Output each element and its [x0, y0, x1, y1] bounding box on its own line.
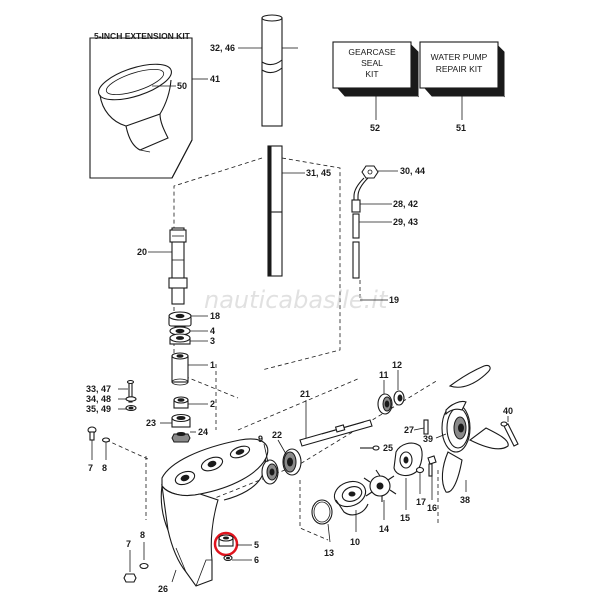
- label-7-lower: 7: [126, 539, 131, 549]
- label-8-lower: 8: [140, 530, 145, 540]
- label-25: 25: [383, 443, 393, 453]
- drain-screw-upper: 7 8: [87, 426, 111, 473]
- label-4: 4: [210, 326, 215, 336]
- label-14: 14: [379, 524, 389, 534]
- bearing-cup-2: 2: [173, 396, 215, 409]
- pin-27: 27: [404, 419, 429, 435]
- screw-40: 40: [500, 406, 519, 447]
- label-23: 23: [146, 418, 156, 428]
- label-16: 16: [427, 503, 437, 513]
- extension-housing-part: [98, 63, 172, 153]
- label-34-48: 34, 48: [86, 394, 111, 404]
- label-10: 10: [350, 537, 360, 547]
- propeller-shaft-part: 21: [299, 389, 373, 447]
- highlight-ring: [213, 531, 239, 557]
- bearing-11: 11: [377, 370, 393, 415]
- label-51: 51: [456, 123, 466, 133]
- label-13: 13: [324, 548, 334, 558]
- screw-assembly-left: 33, 47 34, 48 35, 49: [86, 379, 137, 414]
- bearing-9: 9: [258, 434, 279, 485]
- label-24: 24: [198, 427, 208, 437]
- washer-3: 3: [169, 333, 215, 346]
- washer-6: 6: [223, 554, 259, 565]
- gearcase-seal-kit-callout: GEARCASE SEAL KIT 52: [332, 41, 420, 133]
- label-3: 3: [210, 336, 215, 346]
- label-20: 20: [137, 247, 147, 257]
- label-29-43: 29, 43: [393, 217, 418, 227]
- label-18: 18: [210, 311, 220, 321]
- label-11: 11: [379, 370, 389, 380]
- label-6: 6: [254, 555, 259, 565]
- label-7-upper: 7: [88, 463, 93, 473]
- fastener-16: 16: [427, 455, 437, 513]
- label-30-44: 30, 44: [400, 166, 425, 176]
- label-41: 41: [210, 74, 220, 84]
- pump-housing-10: 10: [333, 480, 369, 547]
- drain-screw-lower: 7 8: [123, 530, 149, 583]
- screw-25: 25: [360, 443, 393, 453]
- label-26: 26: [158, 584, 168, 594]
- label-40: 40: [503, 406, 513, 416]
- extension-kit-frame-corner: [171, 139, 193, 179]
- oring-13: 13: [311, 499, 334, 558]
- hex-nut-30-44: [361, 165, 379, 179]
- label-2: 2: [210, 399, 215, 409]
- water-pump-kit-callout: WATER PUMP REPAIR KIT 51: [419, 41, 506, 133]
- gearcase-housing-part: 26: [158, 438, 269, 594]
- label-52: 52: [370, 123, 380, 133]
- label-27: 27: [404, 425, 414, 435]
- gearcase-kit-line2: SEAL: [361, 58, 383, 68]
- label-21: 21: [300, 389, 310, 399]
- water-pump-kit-line2: REPAIR KIT: [436, 64, 483, 74]
- label-32-46: 32, 46: [210, 43, 235, 53]
- label-39: 39: [423, 434, 433, 444]
- extension-kit-frame: [89, 37, 193, 179]
- watermark-text: nauticabasile.it: [204, 286, 389, 314]
- label-35-49: 35, 49: [86, 404, 111, 414]
- label-22: 22: [272, 430, 282, 440]
- bushing-1: 1: [171, 352, 215, 386]
- gearcase-kit-line3: KIT: [365, 69, 378, 79]
- plug-5-highlighted: 5: [213, 531, 259, 557]
- gearcase-kit-line1: GEARCASE: [348, 47, 396, 57]
- label-9: 9: [258, 434, 263, 444]
- driveshaft-part: 31, 45: [267, 145, 331, 277]
- label-33-47: 33, 47: [86, 384, 111, 394]
- bearing-stack: 18 4 3 1: [168, 311, 220, 386]
- bearing-18: 18: [168, 311, 220, 328]
- label-31-45: 31, 45: [306, 168, 331, 178]
- pinion-shaft-part: 20: [137, 227, 188, 305]
- forward-gear-22: 22: [272, 430, 302, 476]
- shift-rod-assembly: 30, 44 28, 42 29, 43: [351, 165, 425, 279]
- nut-24: 24: [171, 427, 208, 443]
- extension-kit-title: 5-INCH EXTENSION KIT: [94, 31, 191, 41]
- label-8-upper: 8: [102, 463, 107, 473]
- bearing-23: 23: [146, 413, 191, 428]
- seal-12: 12: [392, 360, 405, 406]
- impeller-14: 14: [363, 469, 397, 534]
- label-28-42: 28, 42: [393, 199, 418, 209]
- water-pump-kit-line1: WATER PUMP: [431, 52, 488, 62]
- pump-cover-15: 15: [393, 442, 423, 523]
- label-50: 50: [177, 81, 187, 91]
- label-38: 38: [460, 495, 470, 505]
- label-19: 19: [389, 295, 399, 305]
- propeller-part: [441, 364, 509, 493]
- label-1: 1: [210, 360, 215, 370]
- extension-kit-callout: 5-INCH EXTENSION KIT 50 41: [89, 31, 220, 179]
- label-17: 17: [416, 497, 426, 507]
- label-5: 5: [254, 540, 259, 550]
- upper-tube-part: 32, 46: [210, 14, 298, 127]
- fastener-17: 17: [415, 466, 426, 507]
- label-15: 15: [400, 513, 410, 523]
- label-12: 12: [392, 360, 402, 370]
